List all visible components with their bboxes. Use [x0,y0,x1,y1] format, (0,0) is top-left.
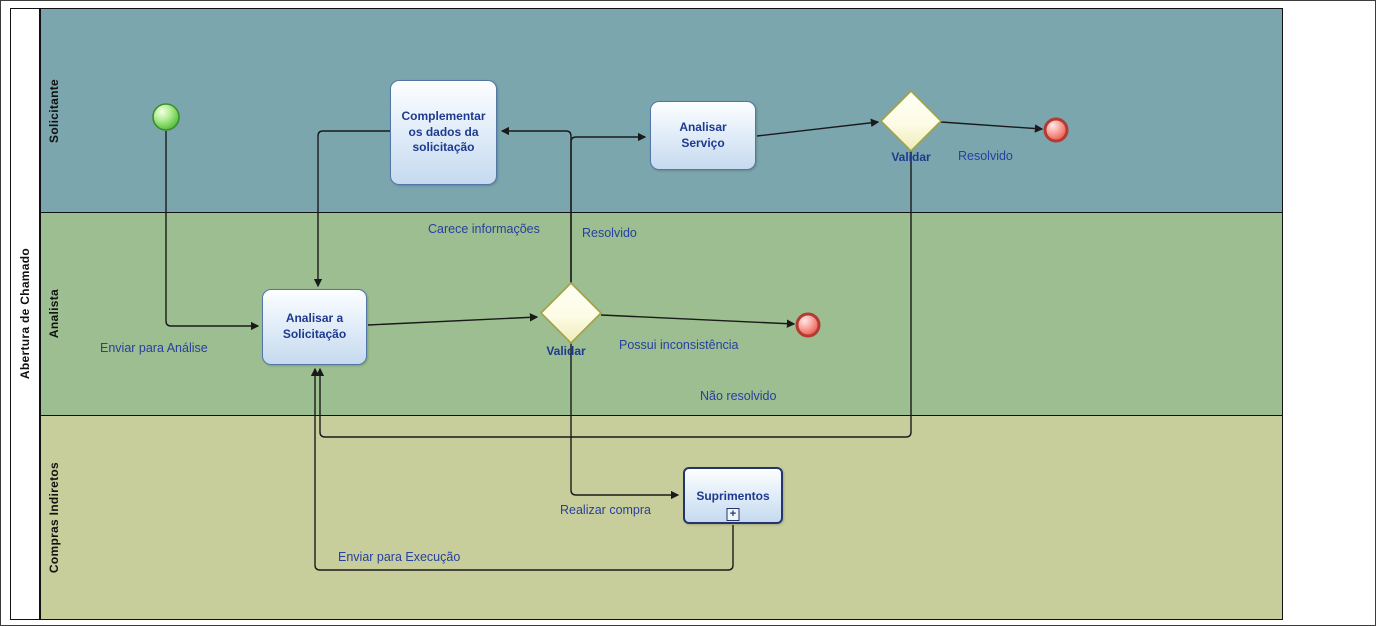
pool-title: Abertura de Chamado [18,248,32,380]
task-complementar-dados[interactable]: Complementar os dados da solicitação [390,80,497,185]
lanes-container: Solicitante Analista Compras Indiretos [40,8,1283,620]
flow-label-resolvido-analista: Resolvido [582,226,637,240]
task-analisar-servico-label: Analisar Serviço [679,119,727,150]
flow-label-carece-informacoes: Carece informações [428,222,540,236]
task-complementar-dados-label: Complementar os dados da solicitação [401,109,486,155]
gateway-validar-solicitante-label: Validar [891,150,931,164]
subprocess-suprimentos-label: Suprimentos [696,488,770,503]
subprocess-suprimentos[interactable]: Suprimentos + [683,467,783,524]
lane-compras-indiretos-label-wrap: Compras Indiretos [47,416,61,619]
gateway-validar-analista-label: Validar [546,344,586,358]
lane-compras-indiretos: Compras Indiretos [41,416,1282,619]
lane-solicitante-label-wrap: Solicitante [47,9,61,212]
flow-label-nao-resolvido: Não resolvido [700,389,777,403]
lane-analista: Analista [41,213,1282,416]
flow-label-enviar-para-execucao: Enviar para Execução [338,550,461,564]
task-analisar-solicitacao[interactable]: Analisar a Solicitação [262,289,367,365]
lane-analista-label-wrap: Analista [47,213,61,415]
flow-label-realizar-compra: Realizar compra [560,503,652,517]
lane-solicitante-label: Solicitante [47,78,61,143]
pool-header: Abertura de Chamado [10,8,40,620]
flow-label-possui-inconsistencia: Possui inconsistência [619,338,739,352]
flow-label-enviar-para-analise: Enviar para Análise [100,341,208,355]
lane-analista-label: Analista [47,289,61,339]
task-analisar-solicitacao-label: Analisar a Solicitação [282,311,347,341]
lane-compras-indiretos-label: Compras Indiretos [47,461,61,574]
subprocess-expand-icon[interactable]: + [726,508,740,521]
task-analisar-servico[interactable]: Analisar Serviço [650,101,756,170]
flow-label-resolvido-solicitante: Resolvido [958,149,1013,163]
